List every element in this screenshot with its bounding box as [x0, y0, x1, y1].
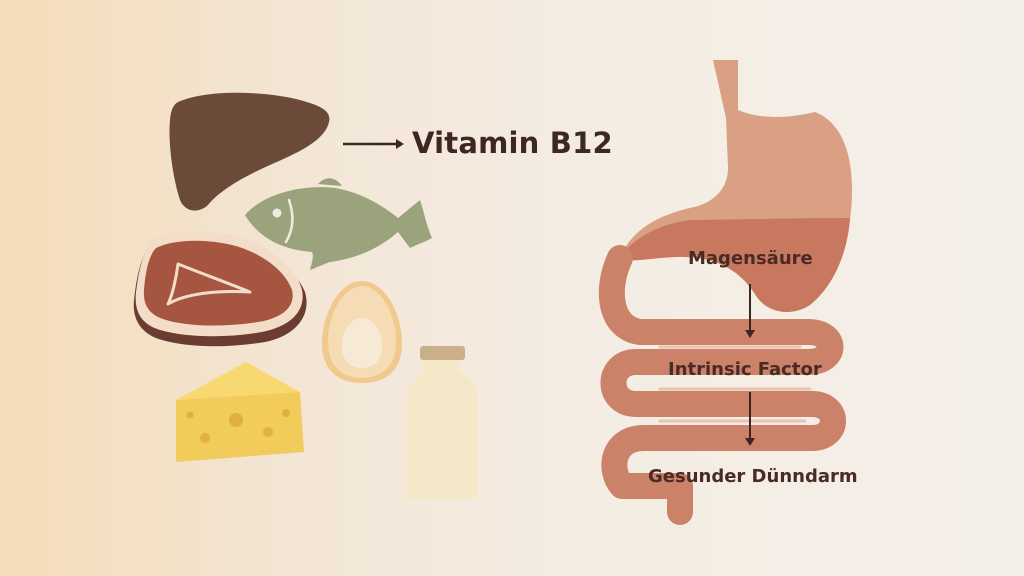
arrow-if-to-gut: [745, 392, 755, 446]
liver-icon: [169, 92, 330, 211]
arrow-to-title: [343, 139, 404, 149]
step-label-intrinsic-factor: Intrinsic Factor: [668, 359, 822, 380]
milk-bottle-icon: [406, 346, 478, 500]
arrow-acid-to-if: [745, 284, 755, 338]
small-intestine-outline: [658, 345, 812, 423]
steak-icon: [133, 231, 307, 347]
cheese-icon: [176, 362, 304, 462]
egg-icon: [322, 281, 402, 383]
stomach-icon: [620, 60, 852, 312]
fish-icon: [245, 178, 432, 270]
small-intestine-icon: [598, 245, 846, 525]
step-label-stomach-acid: Magensäure: [688, 248, 813, 269]
diagram-title: Vitamin B12: [412, 126, 613, 160]
step-label-healthy-small-intestine: Gesunder Dünndarm: [648, 466, 858, 487]
